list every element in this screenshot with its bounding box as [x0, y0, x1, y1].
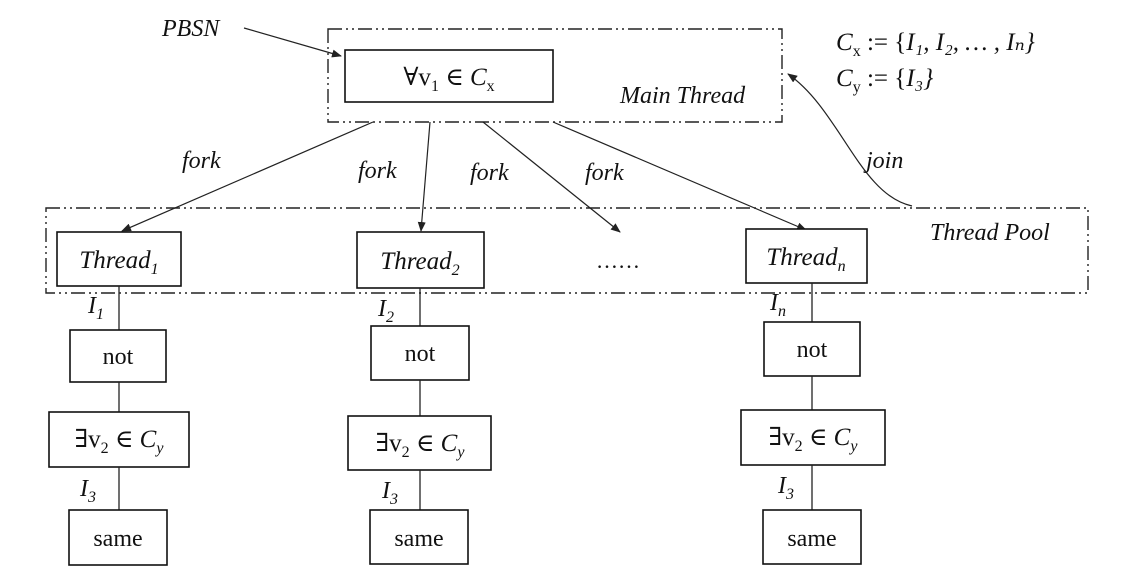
edge-label-i2: I2	[377, 296, 394, 326]
thread-n-label: Threadn	[766, 244, 845, 275]
fork-arrow-2	[417, 121, 431, 232]
fork-label-3: fork	[470, 160, 509, 186]
main-thread-region	[327, 28, 783, 123]
not-label-2: not	[405, 341, 436, 367]
fork-label-1: fork	[182, 148, 221, 174]
join-label: join	[863, 148, 903, 174]
exists-box-2	[347, 415, 492, 471]
same-label-n: same	[787, 526, 836, 552]
pbsn-arrow	[243, 27, 342, 58]
thread-n-box	[745, 228, 868, 284]
not-label-1: not	[103, 344, 134, 370]
exists-expression-1: ∃v2 ∈ Cy	[75, 426, 165, 457]
exists-expression-2: ∃v2 ∈ Cy	[376, 430, 466, 461]
fork-label-2: fork	[358, 158, 397, 184]
edge-label-i3-n: I3	[777, 473, 794, 503]
edge-label-i1: I1	[87, 293, 104, 323]
main-thread-label: Main Thread	[619, 83, 746, 109]
fork-arrow-1	[121, 121, 374, 232]
cx-definition: Cx := {I₁, I₂, … , Iₙ}	[836, 29, 1035, 60]
ellipsis: ……	[596, 248, 640, 273]
not-box-2	[370, 325, 470, 381]
same-box-2	[369, 509, 469, 565]
edge-label-i3-1: I3	[79, 476, 96, 506]
same-box-n	[762, 509, 862, 565]
edge-label-i3-2: I3	[381, 478, 398, 508]
thread-2-box	[356, 231, 485, 289]
exists-box-n	[740, 409, 886, 466]
thread-1-label: Thread1	[79, 247, 158, 278]
same-box-1	[68, 509, 168, 566]
not-label-n: not	[797, 337, 828, 363]
same-label-2: same	[394, 526, 443, 552]
cy-definition: Cy := {I₃}	[836, 65, 933, 96]
join-arrow	[787, 73, 913, 207]
edge-label-in: In	[769, 290, 786, 320]
not-box-1	[69, 329, 167, 383]
exists-box-1	[48, 411, 190, 468]
thread-pool-region	[45, 207, 1089, 294]
same-label-1: same	[93, 526, 142, 552]
pbsn-label: PBSN	[161, 16, 221, 42]
fork-arrow-4	[552, 121, 807, 231]
thread-2-label: Thread2	[380, 248, 459, 279]
forall-expression: ∀v1 ∈ Cx	[403, 64, 494, 95]
thread-pool-label: Thread Pool	[930, 220, 1050, 246]
thread-1-box	[56, 231, 182, 287]
exists-expression-n: ∃v2 ∈ Cy	[769, 424, 859, 455]
fork-label-4: fork	[585, 160, 624, 186]
forall-box	[344, 49, 554, 103]
fork-arrow-3	[482, 121, 621, 233]
